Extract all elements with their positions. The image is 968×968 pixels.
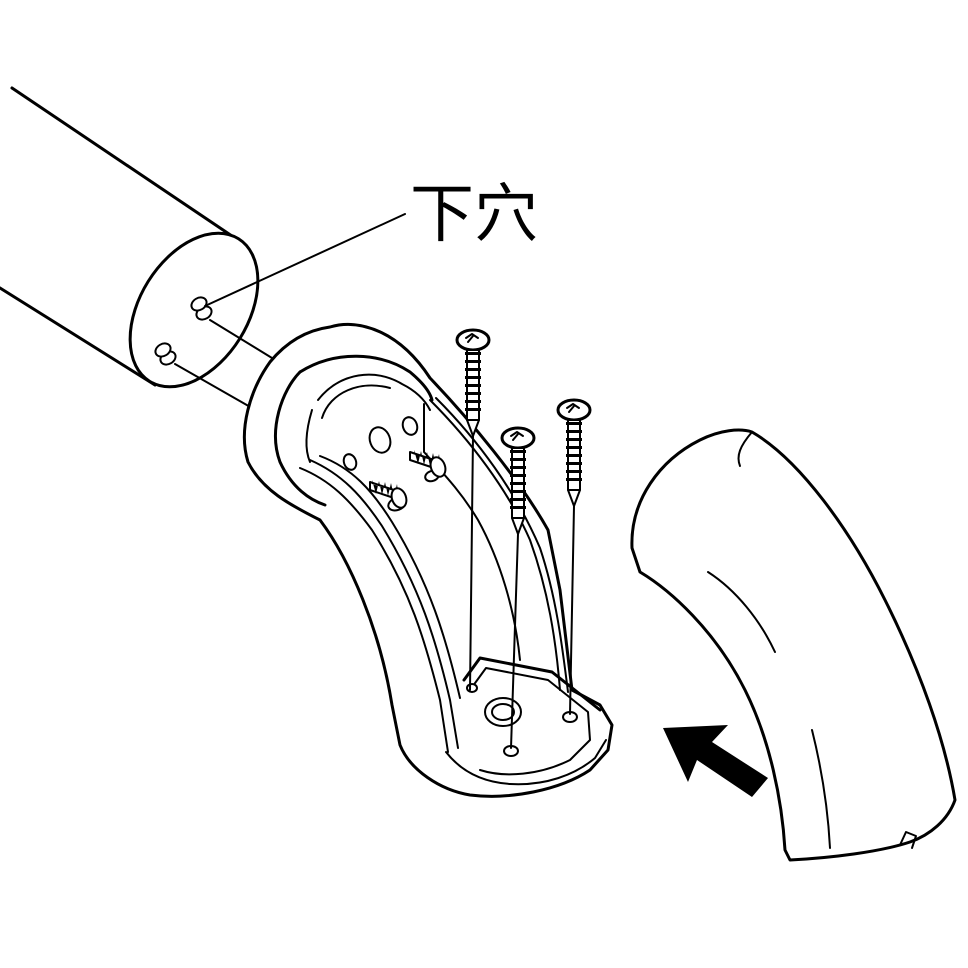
base-hole-left <box>466 683 478 693</box>
inner-screws <box>369 450 447 509</box>
pilot-hole-peg-upper <box>190 296 213 321</box>
callout-label: 下穴 <box>410 178 538 252</box>
vertical-screws <box>455 328 592 749</box>
bracket-hole-3 <box>342 453 358 471</box>
vertical-screw-left <box>455 328 491 691</box>
vertical-screw-middle <box>500 426 536 749</box>
pilot-hole-peg-lower <box>154 342 177 366</box>
bracket-hole-1 <box>368 426 392 454</box>
elbow-bracket <box>242 322 614 798</box>
base-hole-large-inner <box>491 703 515 721</box>
vertical-screw-right <box>556 398 592 715</box>
bracket-hole-2 <box>401 416 419 436</box>
inner-screw-lower <box>369 480 408 509</box>
callout-leader-line <box>204 213 406 307</box>
pilot-hole-pegs <box>154 296 213 366</box>
direction-arrow <box>663 725 768 797</box>
handrail-pipe <box>0 86 260 389</box>
alignment-lines <box>174 319 273 409</box>
elbow-cover <box>630 428 957 862</box>
inner-screw-upper <box>409 450 447 478</box>
